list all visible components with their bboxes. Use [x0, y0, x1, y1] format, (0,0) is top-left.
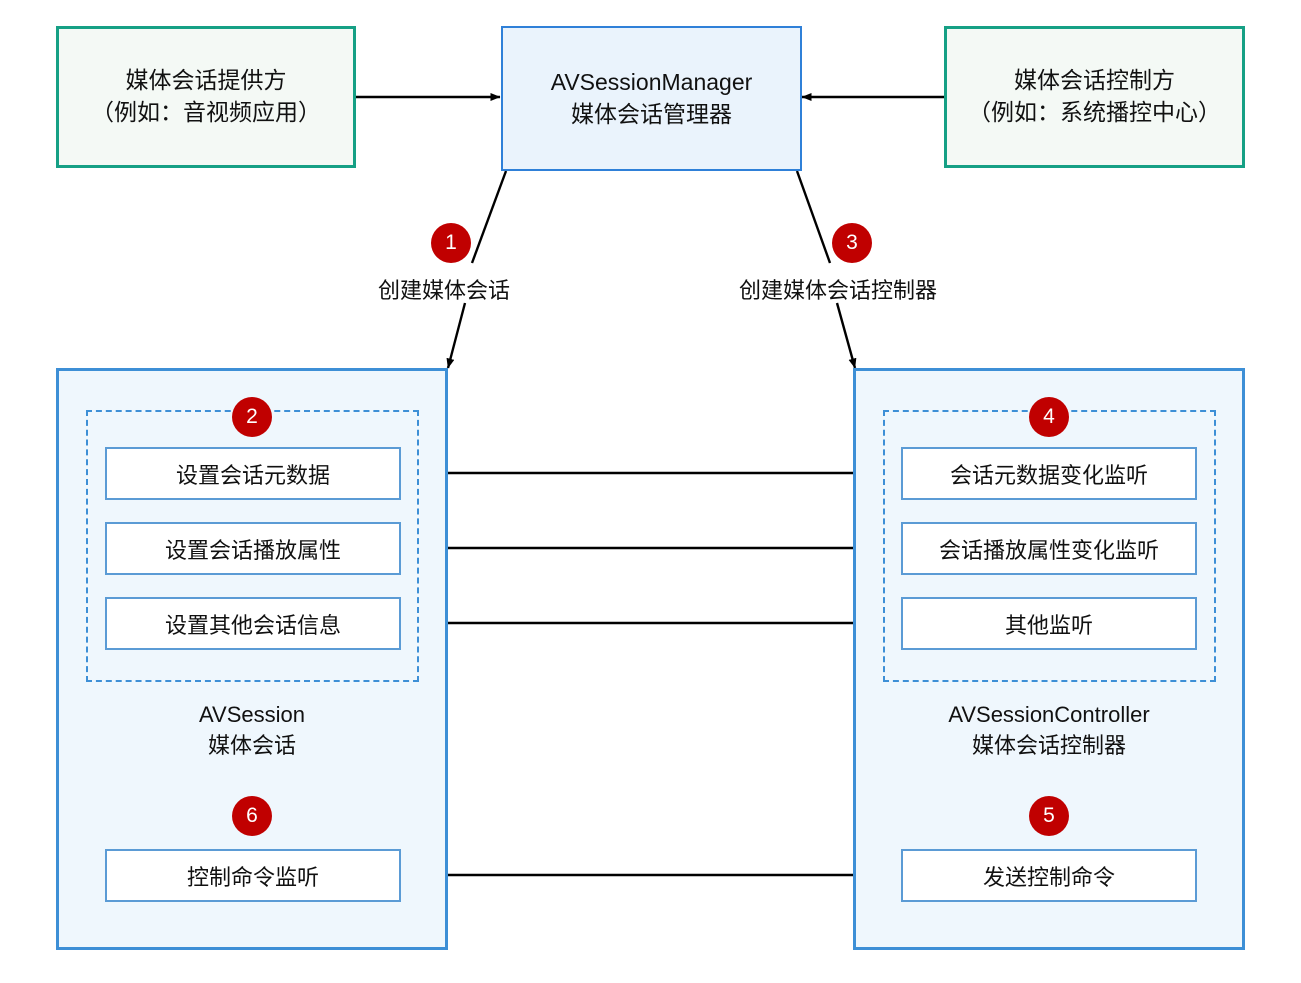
step-badge-2: 2 [232, 397, 272, 437]
provider-label-line2: （例如：音视频应用） [91, 99, 321, 125]
provider-label-line1: 媒体会话提供方 [125, 67, 287, 94]
avsessioncontroller-title-line2: 媒体会话控制器 [971, 732, 1126, 758]
avsession-title-line1: AVSession [199, 702, 305, 727]
arrow-manager-to-avsession-seg1 [470, 170, 508, 264]
step-label-1: 创建媒体会话 [378, 278, 511, 303]
step-label-3: 创建媒体会话控制器 [739, 278, 938, 303]
avsession-title-line2: 媒体会话 [207, 732, 296, 758]
control-side-label-line2: （例如：系统播控中心） [968, 99, 1221, 125]
step-badge-3: 3 [832, 223, 872, 263]
set-session-metadata-box[interactable]: 设置会话元数据 [105, 447, 401, 500]
avsessioncontroller-title: AVSessionController 媒体会话控制器 [853, 700, 1245, 762]
manager-label-line1: AVSessionManager [550, 68, 753, 95]
arrow-manager-to-controller-seg2 [835, 302, 857, 369]
control-command-listener-box[interactable]: 控制命令监听 [105, 849, 401, 902]
step-badge-4: 4 [1029, 397, 1069, 437]
arrow-manager-to-controller-seg1 [795, 170, 832, 264]
other-listener-box[interactable]: 其他监听 [901, 597, 1197, 650]
playback-change-listener-box[interactable]: 会话播放属性变化监听 [901, 522, 1197, 575]
manager-box[interactable]: AVSessionManager 媒体会话管理器 [501, 26, 802, 171]
provider-box[interactable]: 媒体会话提供方 （例如：音视频应用） [56, 26, 356, 168]
step-badge-1: 1 [431, 223, 471, 263]
manager-label-line2: 媒体会话管理器 [571, 100, 732, 127]
step-badge-6: 6 [232, 796, 272, 836]
set-other-session-info-box[interactable]: 设置其他会话信息 [105, 597, 401, 650]
metadata-change-listener-box[interactable]: 会话元数据变化监听 [901, 447, 1197, 500]
avsessioncontroller-title-line1: AVSessionController [948, 702, 1150, 727]
send-control-command-box[interactable]: 发送控制命令 [901, 849, 1197, 902]
step-badge-5: 5 [1029, 796, 1069, 836]
control-side-label-line1: 媒体会话控制方 [1014, 67, 1175, 94]
control-side-box[interactable]: 媒体会话控制方 （例如：系统播控中心） [944, 26, 1245, 168]
set-session-playback-box[interactable]: 设置会话播放属性 [105, 522, 401, 575]
avsession-title: AVSession 媒体会话 [56, 700, 448, 762]
arrow-manager-to-avsession-seg2 [446, 302, 467, 369]
